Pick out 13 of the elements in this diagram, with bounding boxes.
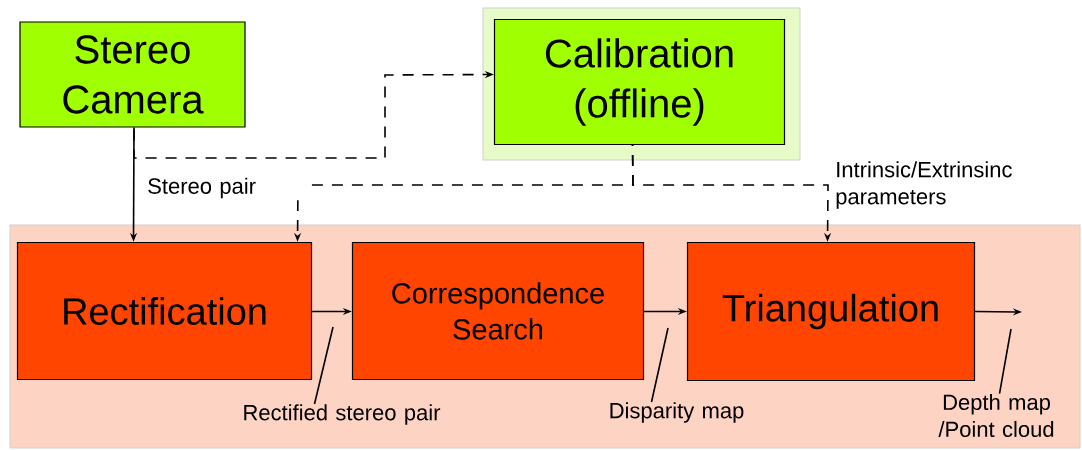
leader-line (650, 327, 669, 403)
process-box: Correspondence Search (351, 241, 645, 381)
process-box: Triangulation (686, 241, 976, 382)
process-box: Calibration (offline) (493, 18, 786, 146)
process-box: Rectification (16, 241, 313, 381)
process-box: Stereo Camera (19, 21, 246, 128)
leader-line (998, 328, 1012, 395)
annotation-text: Depth map /Point cloud (938, 393, 1054, 438)
edge-label: Intrinsic/Extrinsinc parameters (836, 161, 1012, 209)
annotation-text: Disparity map (610, 402, 744, 423)
annotation-text: Rectified stereo pair (244, 404, 441, 425)
edge-label: Stereo pair (148, 177, 256, 199)
leader-line (313, 326, 334, 405)
